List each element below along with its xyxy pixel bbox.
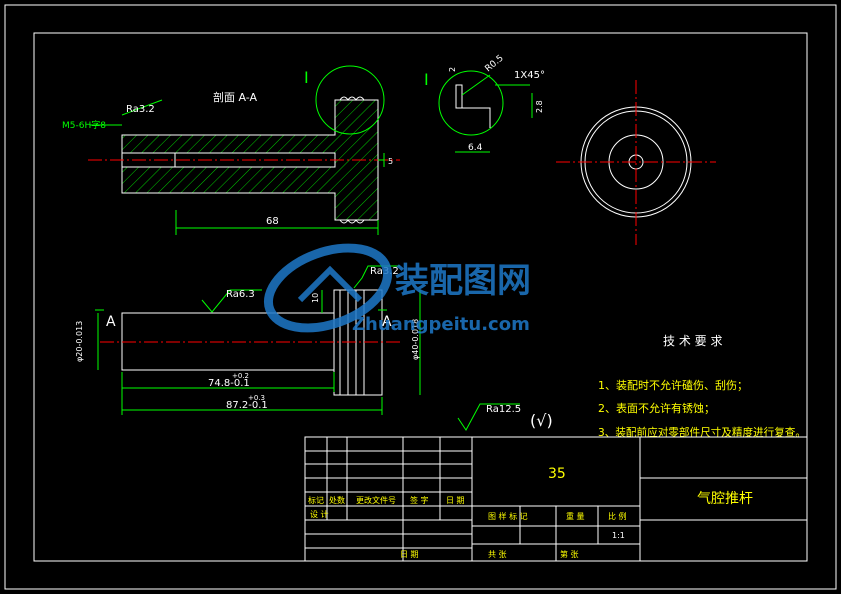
watermark-cn: 装配图网: [395, 261, 531, 301]
detail-circle-ref: [315, 65, 385, 135]
tb-sheet-no: 第 张: [560, 549, 579, 559]
detail-marker-left: Ⅰ: [304, 68, 309, 87]
detail-chamfer: 1X45°: [514, 70, 545, 81]
detail-view: Ⅰ R0.5 1X45° 2 2.8 6.4: [424, 53, 545, 153]
section-small-dim: 5: [388, 157, 393, 166]
front-section-mark-right: A: [382, 314, 392, 330]
front-len1-tol: +0.2: [232, 372, 249, 380]
tech-title: 技 术 要 求: [663, 334, 722, 348]
front-section-mark-left: A: [106, 314, 116, 330]
front-view: Ra6.3 Ra3.2 A A φ20-0.013 φ40-0.018 10 7…: [75, 265, 421, 415]
title-block-text: 35 气腔推杆 标记 处数 更改文件号 签 字 日 期 设 计 日 期 图 样 …: [308, 466, 753, 559]
detail-radius: R0.5: [484, 53, 506, 74]
watermark-url: Zhuangpeitu.com: [352, 314, 530, 335]
general-roughness: Ra12.5 (√): [457, 403, 553, 431]
detail-dim-top: 2: [448, 67, 457, 72]
tb-stage-mark: 图 样 标 记: [488, 511, 528, 521]
groove-top: [339, 96, 365, 101]
title-block: [304, 436, 808, 562]
section-title: 剖面 A-A: [213, 90, 258, 104]
tb-hdr-date: 日 期: [446, 496, 465, 505]
tb-hdr-sign: 签 字: [410, 495, 429, 505]
front-roughness-top: Ra6.3: [226, 289, 255, 300]
tb-hdr-mark: 标记: [308, 495, 324, 505]
section-length-dim: 68: [266, 216, 279, 227]
tb-sheet-total: 共 张: [488, 550, 507, 559]
detail-dim-bottom: 6.4: [468, 143, 483, 153]
detail-circle: [438, 70, 504, 136]
outer-border: [4, 4, 837, 590]
tb-scale-label: 比 例: [608, 511, 627, 521]
front-dia-large: φ40-0.018: [411, 319, 420, 360]
section-view: 剖面 A-A M5-6H字8 Ra3.2 68 5 Ⅰ: [62, 65, 400, 235]
tb-date2: 日 期: [400, 550, 419, 559]
detail-marker-right: Ⅰ: [424, 70, 429, 89]
front-flange-dim: 10: [311, 293, 320, 303]
front-len2-tol: +0.3: [248, 394, 265, 402]
thread-label: M5-6H字8: [62, 119, 106, 131]
tb-design: 设 计: [310, 509, 329, 519]
tb-scale: 1:1: [612, 531, 625, 540]
end-view: [556, 80, 716, 245]
watermark: 装配图网 Zhuangpeitu.com: [263, 243, 531, 335]
front-dia-small: φ20-0.013: [75, 321, 84, 362]
tb-material: 35: [548, 466, 566, 482]
section-roughness: Ra3.2: [126, 104, 155, 115]
tb-hdr-count: 处数: [329, 495, 345, 505]
tech-requirements: 技 术 要 求 1、装配时不允许磕伤、刮伤； 2、表面不允许有锈蚀； 3、装配前…: [598, 334, 806, 439]
front-len2: 87.2-0.1: [226, 400, 268, 411]
detail-dim-side: 2.8: [535, 100, 544, 113]
tech-item-2: 2、表面不允许有锈蚀；: [598, 401, 715, 415]
front-len1: 74.8-0.1: [208, 378, 250, 389]
tech-item-1: 1、装配时不允许磕伤、刮伤；: [598, 378, 748, 392]
tb-weight: 重 量: [566, 511, 585, 521]
tb-hdr-doc: 更改文件号: [356, 495, 396, 505]
general-roughness-label: Ra12.5: [486, 404, 521, 415]
tech-item-3: 3、装配前应对零部件尺寸及精度进行复查。: [598, 425, 806, 439]
general-roughness-symbol: (√): [530, 411, 553, 430]
watermark-logo: [263, 243, 393, 333]
groove-bottom: [339, 219, 365, 224]
tb-part-name: 气腔推杆: [697, 491, 753, 507]
